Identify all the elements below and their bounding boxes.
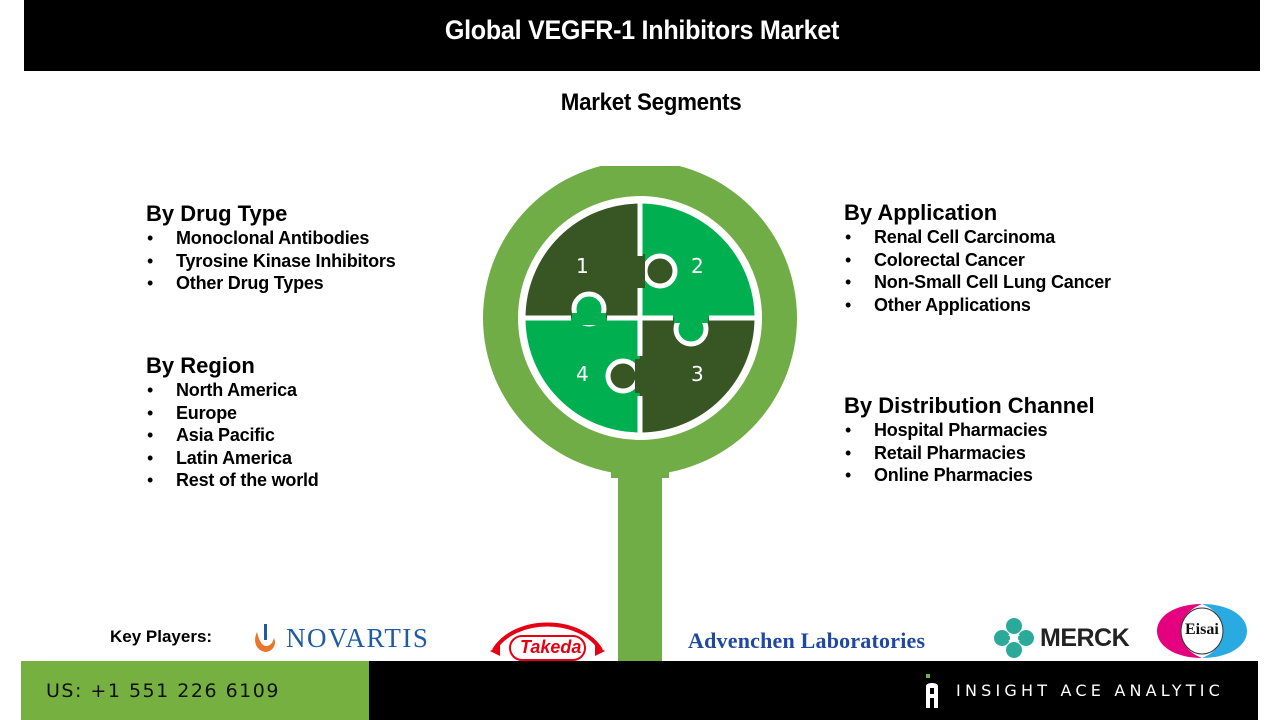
key-players-label: Key Players: — [110, 627, 213, 646]
list-item: •Retail Pharmacies — [845, 442, 1026, 463]
eisai-logo: Eisai — [1155, 602, 1249, 660]
segment-application: By Application •Renal Cell Carcinoma •Co… — [844, 200, 1111, 316]
advenchen-logo: Advenchen Laboratories — [688, 628, 926, 653]
header-bar: Global VEGFR-1 Inhibitors Market — [24, 0, 1260, 71]
list-item: •Hospital Pharmacies — [845, 420, 1048, 440]
list-item: •Latin America — [147, 447, 292, 468]
list-item: •Europe — [147, 402, 237, 423]
segment-title: By Region — [146, 353, 255, 378]
segment-region: By Region •North America •Europe •Asia P… — [146, 353, 319, 492]
bullet-icon: • — [845, 294, 852, 315]
novartis-flame-icon — [255, 624, 275, 652]
merck-logo: MERCK — [994, 618, 1130, 658]
bullet-icon: • — [845, 272, 852, 292]
list-item: •Tyrosine Kinase Inhibitors — [147, 250, 396, 271]
bullet-icon: • — [147, 402, 154, 423]
list-item: •Rest of the world — [147, 470, 319, 490]
puzzle-piece-2-label: 2 — [691, 254, 704, 278]
puzzle-piece-3-label: 3 — [691, 362, 704, 386]
segment-title: By Application — [844, 200, 998, 225]
bullet-icon: • — [845, 227, 852, 247]
brand-block: INSIGHT ACE ANALYTIC — [369, 661, 1258, 720]
footer-bar: US: +1 551 226 6109 INSIGHT ACE ANALYTIC — [21, 661, 1258, 720]
segment-title: By Drug Type — [146, 201, 288, 226]
bullet-icon: • — [845, 442, 852, 463]
brand-name: INSIGHT ACE ANALYTIC — [956, 681, 1224, 700]
bullet-icon: • — [147, 228, 154, 248]
bullet-icon: • — [147, 447, 154, 468]
bullet-icon: • — [147, 250, 154, 271]
magnifier-puzzle-graphic — [483, 161, 798, 666]
list-item: •North America — [147, 380, 297, 400]
list-item: •Non-Small Cell Lung Cancer — [845, 272, 1111, 292]
segment-list: •Renal Cell Carcinoma •Colorectal Cancer… — [844, 226, 1111, 316]
segment-list: •North America •Europe •Asia Pacific •La… — [146, 379, 319, 492]
segment-list: •Hospital Pharmacies •Retail Pharmacies … — [844, 419, 1095, 487]
list-item: •Colorectal Cancer — [845, 249, 1025, 270]
insight-ace-logo-icon — [926, 673, 939, 708]
list-item: •Asia Pacific — [147, 425, 275, 445]
segment-title: By Distribution Channel — [844, 393, 1095, 418]
bullet-icon: • — [845, 465, 852, 485]
list-item: •Online Pharmacies — [845, 465, 1033, 485]
list-item: •Monoclonal Antibodies — [147, 228, 370, 248]
bullet-icon: • — [147, 425, 154, 445]
takeda-arc-icon — [490, 622, 605, 661]
segment-list: •Monoclonal Antibodies •Tyrosine Kinase … — [146, 227, 396, 295]
segment-distribution-channel: By Distribution Channel •Hospital Pharma… — [844, 393, 1095, 487]
bullet-icon: • — [845, 420, 852, 440]
bullet-icon: • — [147, 273, 154, 293]
page-title: Global VEGFR-1 Inhibitors Market — [444, 15, 840, 45]
section-subtitle: Market Segments — [0, 89, 1280, 117]
bullet-icon: • — [845, 249, 852, 270]
magnifying-glass-icon — [483, 161, 797, 666]
bullet-icon: • — [147, 470, 154, 490]
segment-drug-type: By Drug Type •Monoclonal Antibodies •Tyr… — [146, 201, 396, 295]
subtitle-text: Market Segments — [560, 89, 742, 116]
puzzle-piece-4-label: 4 — [576, 362, 589, 386]
list-item: •Other Drug Types — [147, 273, 324, 293]
list-item: •Other Applications — [845, 294, 1031, 315]
contact-phone: US: +1 551 226 6109 — [21, 661, 369, 720]
eisai-ellipse-icon — [1157, 604, 1247, 658]
takeda-logo: Takeda — [490, 620, 605, 662]
puzzle-piece-1-label: 1 — [576, 254, 589, 278]
novartis-logo: NOVARTIS — [252, 620, 429, 656]
list-item: •Renal Cell Carcinoma — [845, 227, 1056, 247]
bullet-icon: • — [147, 380, 154, 400]
merck-emblem-icon — [994, 618, 1034, 658]
